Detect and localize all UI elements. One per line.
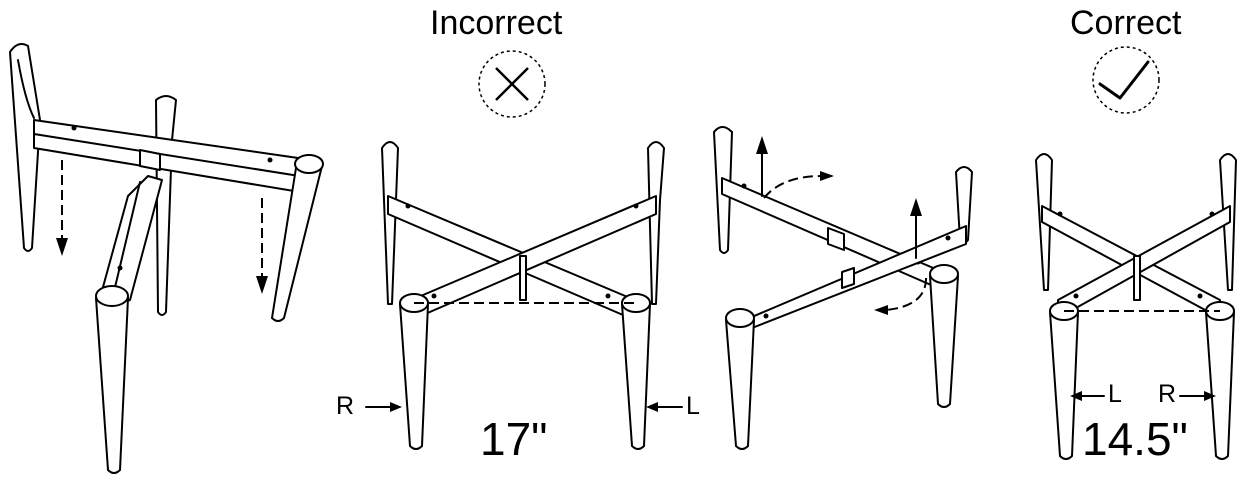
incorrect-heading: Incorrect (430, 4, 563, 42)
leg-back-left (381, 141, 399, 305)
arrow-left-marker (646, 402, 658, 412)
x-mark-icon (478, 50, 546, 118)
panel-correct: Correct (1020, 0, 1253, 479)
leg-top-right (294, 154, 324, 174)
check-mark-icon (1092, 46, 1160, 114)
rail-notch (139, 149, 161, 171)
insert-brace-drawing (9, 43, 324, 474)
leg-back-right (647, 141, 665, 305)
right-leg-label: R (336, 392, 355, 420)
arrow-right-marker (390, 402, 402, 412)
incorrect-distance: 17" (480, 413, 548, 465)
leg-front-left-side (1049, 304, 1079, 460)
leg-front-right (929, 268, 959, 408)
leg-back-left (9, 43, 41, 252)
leg-front-left (95, 289, 129, 474)
leg-front-left-side (621, 296, 651, 450)
correct-heading: Correct (1070, 4, 1182, 42)
leg-front-right-side (1205, 304, 1235, 460)
rotate-arrow-bottom (885, 277, 927, 311)
left-leg-label: L (1108, 380, 1122, 408)
left-leg-label: L (686, 392, 700, 420)
leg-front-right-side (399, 296, 429, 450)
panel-incorrect: Incorrect (330, 0, 710, 479)
leg-back-middle (155, 95, 177, 316)
panel-flip-brace (700, 0, 1010, 479)
right-leg-label: R (1158, 380, 1177, 408)
leg-front-left (725, 312, 755, 450)
leg-front-right (271, 165, 323, 322)
correct-base-drawing (1035, 46, 1237, 460)
leg-top-front (95, 285, 129, 307)
panel-insert-brace (0, 0, 340, 479)
rotate-arrow-top (763, 175, 823, 199)
incorrect-base-drawing (365, 50, 683, 450)
arrow-right-marker (1204, 391, 1216, 401)
arrow-left-marker (1070, 391, 1082, 401)
correct-distance: 14.5" (1082, 413, 1188, 465)
flip-brace-drawing (713, 126, 973, 450)
